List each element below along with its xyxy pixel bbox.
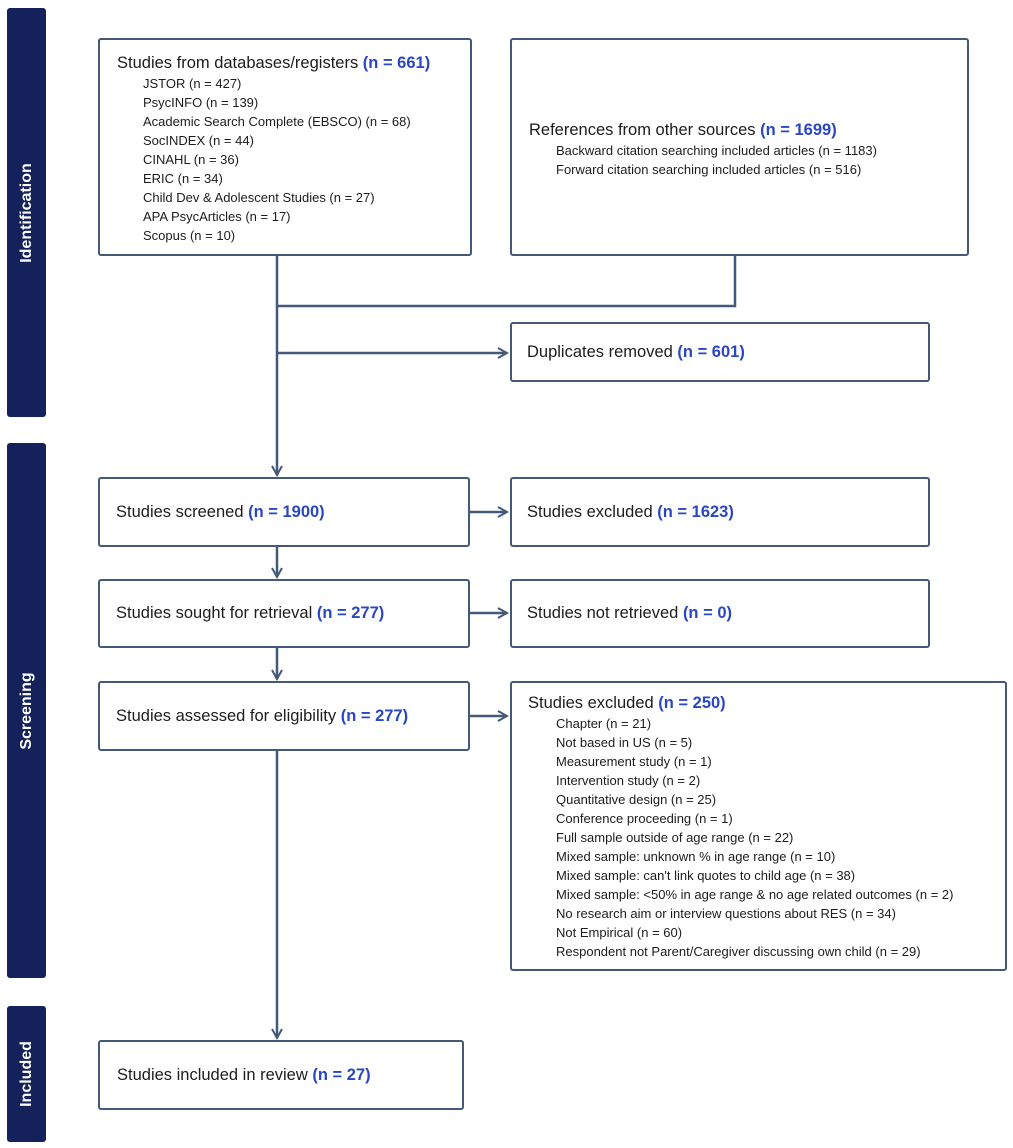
other-source-item: Forward citation searching included arti…: [556, 162, 862, 177]
other-sources-count: (n = 1699): [760, 121, 837, 139]
exclusion-reason: Not Empirical (n = 60): [556, 925, 683, 940]
not-retrieved-box: Studies not retrieved (n = 0): [510, 579, 930, 648]
exclusion-reason: Mixed sample: unknown % in age range (n …: [556, 849, 836, 864]
merge-line-other-sources: [277, 256, 737, 308]
exclusion-reason: Mixed sample: can't link quotes to child…: [556, 868, 856, 883]
excluded-eligibility-title: Studies excluded: [528, 694, 654, 712]
eligibility-heading: Studies assessed for eligibility (n = 27…: [116, 707, 408, 726]
database-item: PsycINFO (n = 139): [143, 95, 259, 110]
phase-included: Included: [7, 1006, 46, 1142]
included-count: (n = 27): [312, 1065, 371, 1084]
screened-heading: Studies screened (n = 1900): [116, 503, 325, 522]
other-sources-list: Backward citation searching included art…: [556, 141, 967, 179]
duplicates-count: (n = 601): [677, 342, 745, 361]
database-item: APA PsycArticles (n = 17): [143, 209, 291, 224]
database-item: JSTOR (n = 427): [143, 76, 242, 91]
excluded-screen-title: Studies excluded: [527, 502, 653, 521]
exclusion-reason: Mixed sample: <50% in age range & no age…: [556, 887, 954, 902]
databases-title: Studies from databases/registers: [117, 54, 359, 72]
exclusion-reason: Chapter (n = 21): [556, 716, 652, 731]
excluded-screen-box: Studies excluded (n = 1623): [510, 477, 930, 547]
excluded-eligibility-box: Studies excluded (n = 250) Chapter (n = …: [510, 681, 1007, 971]
included-box: Studies included in review (n = 27): [98, 1040, 464, 1110]
database-item: Academic Search Complete (EBSCO) (n = 68…: [143, 114, 411, 129]
duplicates-heading: Duplicates removed (n = 601): [527, 343, 745, 362]
database-item: SocINDEX (n = 44): [143, 133, 254, 148]
exclusion-reason: Intervention study (n = 2): [556, 773, 701, 788]
excluded-screen-count: (n = 1623): [657, 502, 734, 521]
excluded-eligibility-heading: Studies excluded (n = 250): [528, 694, 1005, 713]
database-item: ERIC (n = 34): [143, 171, 223, 186]
eligibility-title: Studies assessed for eligibility: [116, 706, 337, 725]
screened-count: (n = 1900): [248, 502, 325, 521]
excluded-screen-heading: Studies excluded (n = 1623): [527, 503, 734, 522]
excluded-eligibility-count: (n = 250): [658, 694, 726, 712]
exclusion-reason: Full sample outside of age range (n = 22…: [556, 830, 794, 845]
exclusion-reason: Measurement study (n = 1): [556, 754, 712, 769]
databases-list: JSTOR (n = 427) PsycINFO (n = 139) Acade…: [143, 74, 470, 245]
exclusion-reason: Quantitative design (n = 25): [556, 792, 717, 807]
not-retrieved-heading: Studies not retrieved (n = 0): [527, 604, 732, 623]
eligibility-box: Studies assessed for eligibility (n = 27…: [98, 681, 470, 751]
retrieval-title: Studies sought for retrieval: [116, 604, 313, 622]
exclusion-reason: Respondent not Parent/Caregiver discussi…: [556, 944, 921, 959]
other-sources-heading: References from other sources (n = 1699): [529, 121, 967, 140]
databases-count: (n = 661): [362, 54, 431, 72]
database-item: Scopus (n = 10): [143, 228, 236, 243]
exclusion-reasons-list: Chapter (n = 21) Not based in US (n = 5)…: [556, 714, 1005, 961]
included-title: Studies included in review: [117, 1065, 308, 1084]
screened-title: Studies screened: [116, 502, 244, 521]
not-retrieved-title: Studies not retrieved: [527, 604, 679, 622]
databases-heading: Studies from databases/registers (n = 66…: [117, 54, 470, 73]
exclusion-reason: Not based in US (n = 5): [556, 735, 693, 750]
retrieval-count: (n = 277): [316, 604, 385, 622]
phase-screening: Screening: [7, 443, 46, 978]
other-sources-box: References from other sources (n = 1699)…: [510, 38, 969, 256]
not-retrieved-count: (n = 0): [682, 604, 732, 622]
retrieval-box: Studies sought for retrieval (n = 277): [98, 579, 470, 648]
duplicates-title: Duplicates removed: [527, 342, 673, 361]
database-item: Child Dev & Adolescent Studies (n = 27): [143, 190, 375, 205]
included-heading: Studies included in review (n = 27): [117, 1066, 371, 1085]
databases-box: Studies from databases/registers (n = 66…: [98, 38, 472, 256]
database-item: CINAHL (n = 36): [143, 152, 239, 167]
exclusion-reason: Conference proceeding (n = 1): [556, 811, 733, 826]
other-sources-title: References from other sources: [529, 121, 756, 139]
eligibility-count: (n = 277): [340, 706, 409, 725]
screened-box: Studies screened (n = 1900): [98, 477, 470, 547]
retrieval-heading: Studies sought for retrieval (n = 277): [116, 604, 384, 623]
phase-identification: Identification: [7, 8, 46, 417]
exclusion-reason: No research aim or interview questions a…: [556, 906, 896, 921]
duplicates-box: Duplicates removed (n = 601): [510, 322, 930, 382]
other-source-item: Backward citation searching included art…: [556, 143, 877, 158]
